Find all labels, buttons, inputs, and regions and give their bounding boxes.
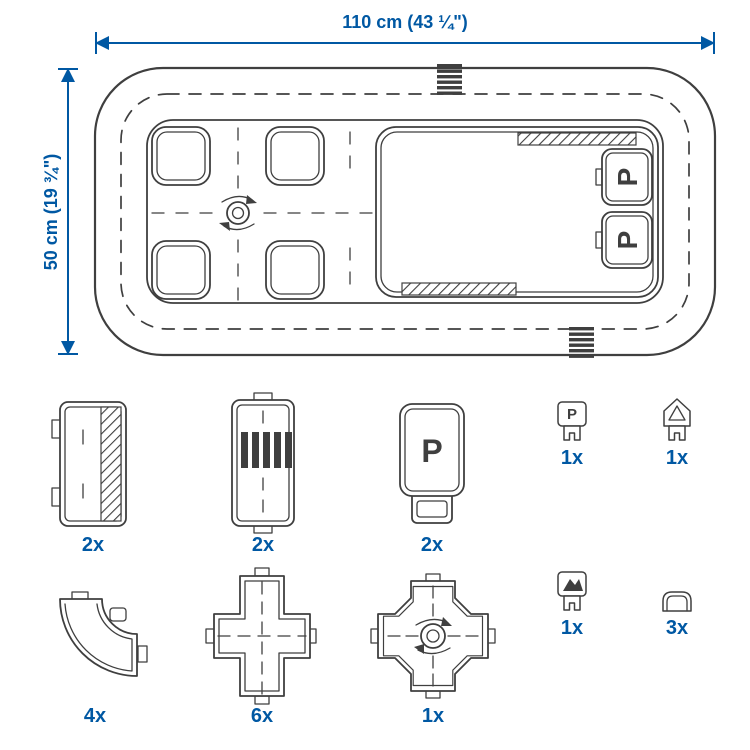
rotation-arrow-icon	[219, 222, 230, 231]
part-qty: 4x	[84, 705, 106, 727]
track-inner-edge	[146, 119, 664, 304]
crosswalk-bottom	[569, 327, 594, 358]
parts-list: 2x 2x P 2x P 1x	[51, 392, 692, 727]
part-qty: 1x	[561, 617, 583, 639]
part-qty: 2x	[82, 534, 104, 556]
parking-letter: P	[567, 406, 577, 423]
part-parking-piece-icon: P	[399, 403, 465, 524]
part-qty: 2x	[252, 534, 274, 556]
part-qty: 6x	[251, 705, 273, 727]
city-block	[151, 240, 211, 300]
track-center-dashed-line	[120, 93, 690, 330]
part-roundabout-icon	[370, 573, 496, 699]
part-picture-sign-icon	[557, 571, 587, 611]
arrow-down-icon	[61, 341, 75, 355]
track-roundabout	[219, 195, 257, 231]
dimension-height: 50 cm (19 ¾")	[41, 68, 78, 355]
sidewalk-strip-bottom	[401, 282, 517, 296]
width-dimension-label: 110 cm (43 ¼")	[342, 12, 468, 32]
part-straight-road-sidewalk-icon	[51, 401, 127, 527]
sidewalk-strip-top	[517, 132, 637, 146]
arrow-right-icon	[701, 36, 715, 50]
parking-bay: P	[595, 148, 653, 206]
track-outer-edge	[93, 66, 717, 357]
part-connector-icon	[662, 591, 692, 612]
part-qty: 1x	[422, 705, 444, 727]
parking-letter: P	[612, 231, 643, 250]
part-qty: 3x	[666, 617, 688, 639]
arrow-left-icon	[95, 36, 109, 50]
city-block	[265, 240, 325, 300]
part-qty: 1x	[561, 447, 583, 469]
parking-bay: P	[595, 211, 653, 269]
parking-island	[375, 126, 659, 298]
parking-letter: P	[421, 433, 442, 469]
dimension-width: 110 cm (43 ¼")	[95, 12, 715, 54]
rotation-arrow-icon	[441, 617, 452, 626]
part-qty: 2x	[421, 534, 443, 556]
parking-letter: P	[612, 168, 643, 187]
road-markings	[151, 127, 373, 301]
crosswalk-top	[437, 64, 462, 95]
city-block	[151, 126, 211, 186]
part-qty: 1x	[666, 447, 688, 469]
rotation-arrow-icon	[414, 644, 424, 654]
height-dimension-label: 50 cm (19 ¾")	[41, 154, 61, 271]
track-layout: P P	[93, 64, 717, 358]
part-straight-road-crosswalk-icon	[231, 392, 295, 534]
city-block	[265, 126, 325, 186]
arrow-up-icon	[61, 68, 75, 82]
rotation-arrow-icon	[246, 195, 257, 204]
part-parking-sign-icon: P	[557, 401, 587, 441]
part-curved-road-icon	[59, 591, 148, 677]
part-town-sign-icon	[663, 398, 691, 441]
part-intersection-icon	[205, 567, 317, 705]
